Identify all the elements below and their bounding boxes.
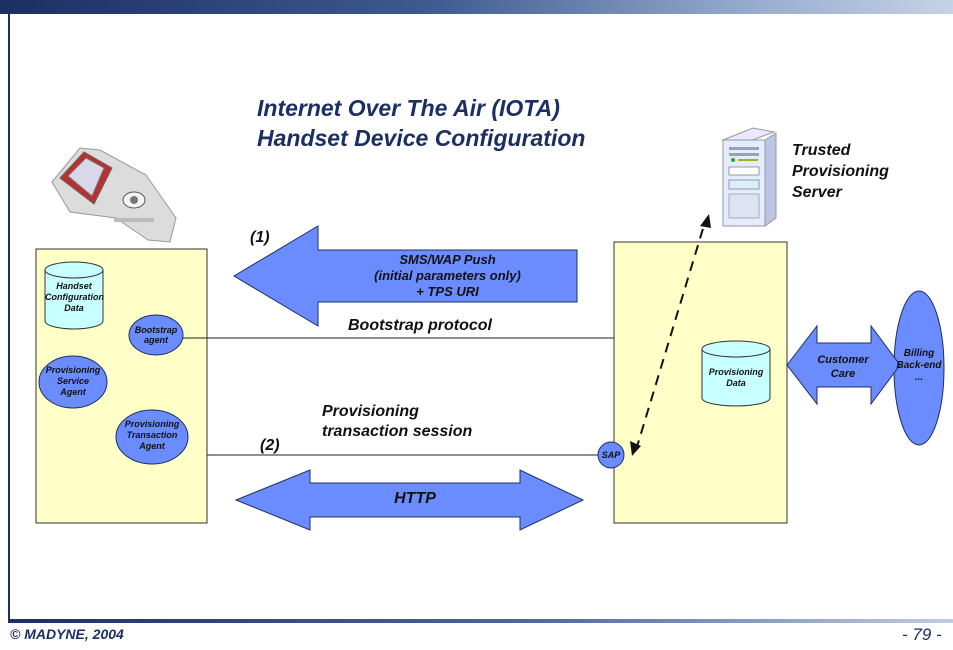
push-line-2: (initial parameters only) — [374, 268, 521, 283]
footer-rule — [8, 619, 953, 623]
billing-backend-label: Billing Back-end ... — [894, 348, 944, 384]
dashed-link-arrowhead-top — [700, 214, 711, 228]
server-label-line-1: Trusted — [792, 142, 851, 159]
http-arrow — [234, 469, 585, 531]
server-tower-icon — [721, 127, 777, 227]
session-line-1: Provisioning — [322, 403, 419, 420]
session-line-2: transaction session — [322, 423, 473, 440]
service-agent-line-3: Agent — [60, 387, 86, 397]
step-1-label: (1) — [250, 229, 270, 246]
bootstrap-agent-line-2: agent — [143, 335, 168, 345]
sms-wap-push-label: SMS/WAP Push (initial parameters only) +… — [318, 252, 577, 300]
bootstrap-agent-oval — [128, 314, 184, 356]
http-label: HTTP — [394, 490, 436, 507]
customer-care-arrow — [786, 324, 901, 406]
handset-config-line-1: Handset — [56, 281, 92, 291]
footer-page-number: - 79 - — [902, 625, 942, 644]
handset-config-line-2: Configuration — [45, 292, 104, 302]
title-line-2: Handset Device Configuration — [257, 125, 586, 151]
dashed-link-arrowhead-bottom — [630, 441, 641, 456]
step-2-label: (2) — [260, 437, 280, 454]
service-agent-line-2: Service — [56, 376, 90, 386]
bootstrap-agent-line-1: Bootstrap — [134, 325, 178, 335]
mobile-phone-icon — [51, 147, 177, 243]
provisioning-service-agent-oval — [38, 355, 108, 409]
provisioning-data-label: Provisioning Data — [702, 367, 770, 389]
push-line-3: + TPS URI — [416, 284, 479, 299]
handset-config-cylinder — [44, 261, 104, 330]
server-label: Trusted Provisioning Server — [792, 140, 889, 203]
transaction-agent-line-3: Agent — [139, 441, 165, 451]
transaction-agent-line-2: Transaction — [126, 430, 178, 440]
bootstrap-protocol-label: Bootstrap protocol — [348, 317, 492, 334]
customer-care-line-2: Care — [830, 368, 856, 380]
provisioning-transaction-agent-oval — [115, 409, 189, 465]
server-label-line-3: Server — [792, 184, 842, 201]
provisioning-transaction-agent-label: Provisioning Transaction Agent — [116, 419, 188, 452]
billing-line-1: Billing — [903, 348, 935, 359]
footer-copyright: © MADYNE, 2004 — [10, 626, 124, 642]
provisioning-data-cylinder — [701, 340, 771, 407]
provisioning-data-line-1: Provisioning — [708, 367, 764, 377]
customer-care-line-1: Customer — [817, 354, 869, 366]
title-line-1: Internet Over The Air (IOTA) — [257, 95, 560, 121]
sap-server-dashed-link — [635, 221, 706, 451]
provisioning-service-agent-label: Provisioning Service Agent — [38, 365, 108, 398]
handset-config-data-label: Handset Configuration Data — [45, 281, 104, 314]
sms-wap-push-arrow — [233, 225, 578, 327]
server-label-line-2: Provisioning — [792, 163, 889, 180]
service-agent-line-1: Provisioning — [45, 365, 101, 375]
provisioning-session-label: Provisioning transaction session — [322, 402, 472, 442]
diagram-title: Internet Over The Air (IOTA) Handset Dev… — [257, 93, 585, 153]
handset-config-line-3: Data — [64, 303, 84, 313]
sap-label: SAP — [601, 450, 621, 460]
provisioning-data-line-2: Data — [726, 378, 746, 388]
transaction-agent-line-1: Provisioning — [124, 419, 180, 429]
frame-left-rule — [8, 14, 10, 620]
billing-line-2: Back-end — [896, 360, 942, 371]
bootstrap-agent-label: Bootstrap agent — [129, 325, 183, 345]
billing-line-3: ... — [914, 372, 924, 383]
header-bar — [0, 0, 953, 14]
customer-care-label: Customer Care — [810, 353, 876, 381]
push-line-1: SMS/WAP Push — [399, 252, 496, 267]
